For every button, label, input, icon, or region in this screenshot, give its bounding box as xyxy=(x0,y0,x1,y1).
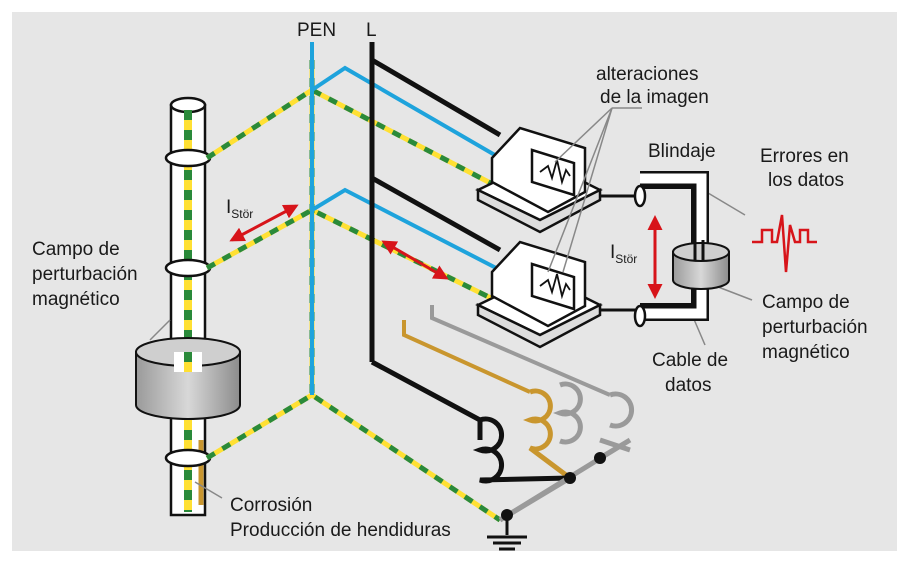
l-label: L xyxy=(366,20,377,41)
field-right-label-1: Campo de xyxy=(762,292,850,313)
shield-label: Blindaje xyxy=(648,141,716,162)
node-dot-1 xyxy=(594,452,606,464)
current-sub-right: Stör xyxy=(615,252,637,266)
field-ring-right xyxy=(672,240,730,290)
leader-lines xyxy=(149,107,753,499)
computer-bottom xyxy=(475,240,603,349)
corrosion-label-2: Producción de hendiduras xyxy=(230,520,451,541)
cable-end-bottom xyxy=(633,304,647,328)
pen-label: PEN xyxy=(297,20,336,41)
gold-return-line xyxy=(402,320,531,394)
image-alteration-label-2: de la imagen xyxy=(600,87,709,108)
field-right-label-3: magnético xyxy=(762,342,850,363)
data-errors-label-1: Errores en xyxy=(760,146,849,167)
neutral-return-line xyxy=(430,305,611,397)
current-sub-left: Stör xyxy=(231,207,253,221)
data-cable-label-1: Cable de xyxy=(652,350,728,371)
field-left-label-3: magnético xyxy=(32,289,120,310)
current-label-left: IStör xyxy=(226,197,253,221)
field-left-label-2: perturbación xyxy=(32,264,138,285)
field-right-label-2: perturbación xyxy=(762,317,868,338)
current-main-right: I xyxy=(610,242,615,263)
field-ring-left xyxy=(135,337,241,420)
vertical-pipe xyxy=(169,96,207,517)
current-main-left: I xyxy=(226,197,231,218)
field-left-label-1: Campo de xyxy=(32,239,120,260)
corrosion-label-1: Corrosión xyxy=(230,495,312,516)
current-arrow-middle xyxy=(381,240,449,280)
image-alteration-label-1: alteraciones xyxy=(596,64,698,85)
current-label-right: IStör xyxy=(610,242,637,266)
computer-top xyxy=(475,126,603,234)
data-errors-label-2: los datos xyxy=(768,170,844,191)
data-cable-label-2: datos xyxy=(665,375,711,396)
earth-ground-icon xyxy=(487,515,527,551)
node-dot-2 xyxy=(564,472,576,484)
error-signal-icon xyxy=(752,214,817,273)
current-arrow-left xyxy=(229,204,299,242)
cable-end-top xyxy=(633,184,647,208)
